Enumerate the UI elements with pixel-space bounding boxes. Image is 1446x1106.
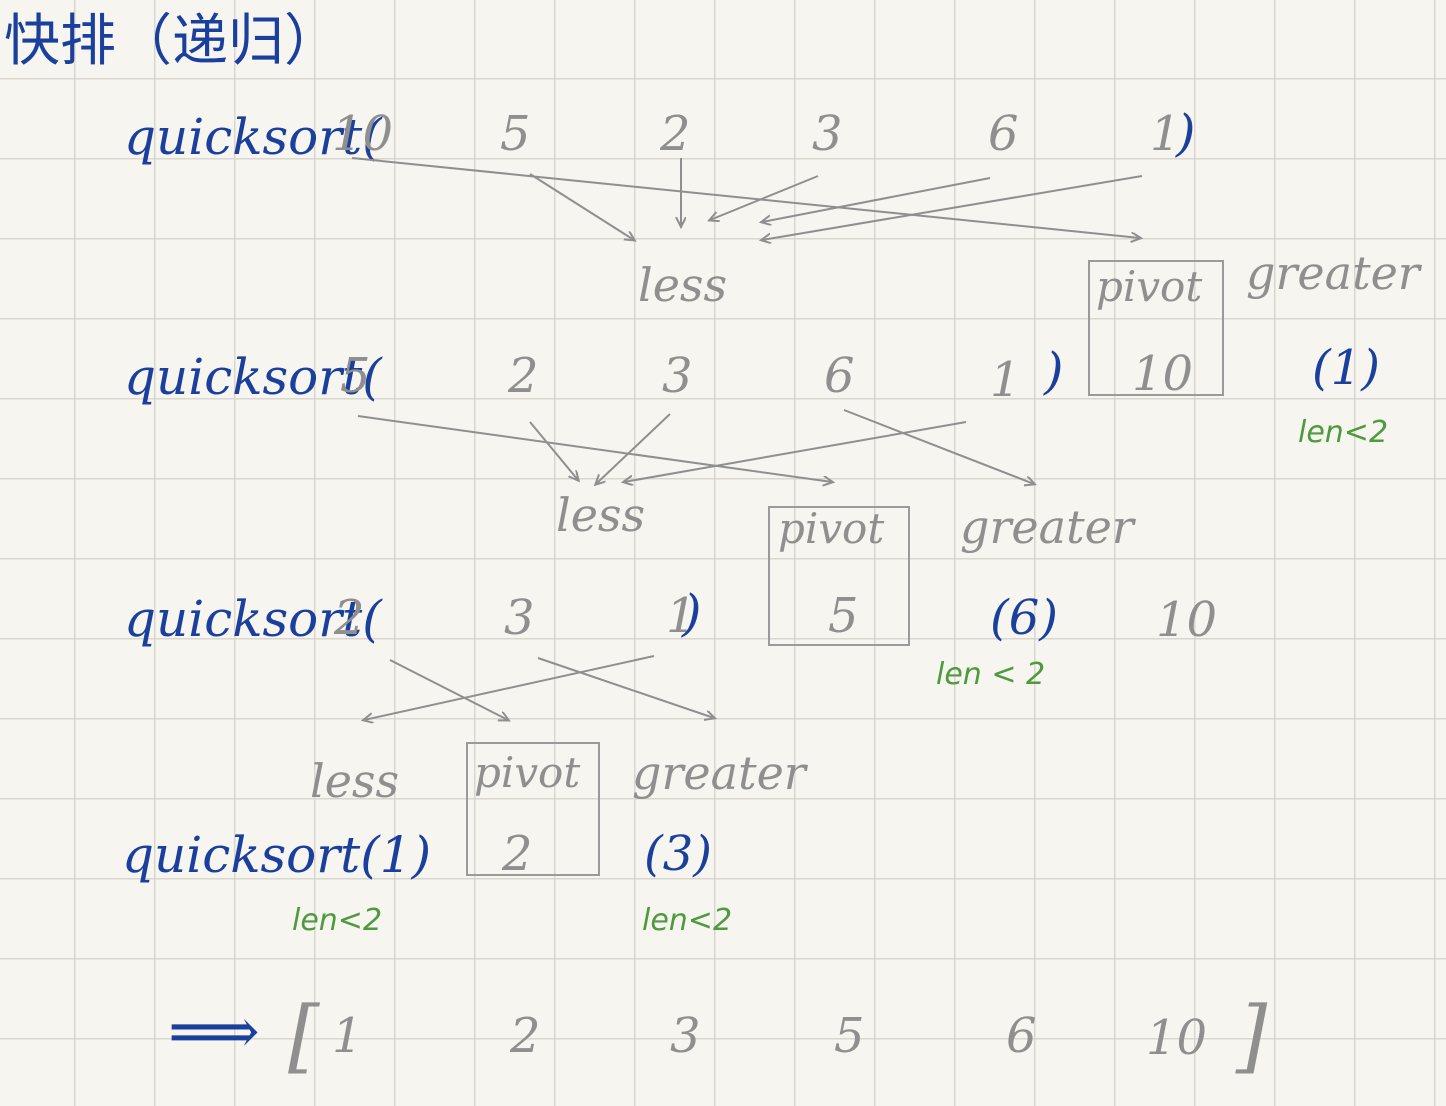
l2-value-1: 1 — [990, 352, 1021, 408]
l3-greater-result: (3) — [644, 826, 712, 882]
l1-less-label: less — [638, 258, 728, 312]
result-value-10: 10 — [1146, 1010, 1208, 1066]
arrow-l2-5-to-pivot — [357, 415, 832, 482]
l2-value-3: 3 — [662, 348, 693, 404]
l1-pivot-value: 10 — [1132, 346, 1194, 402]
l2-value-5: 5 — [340, 348, 371, 404]
l1-greater-label: greater — [1246, 246, 1420, 300]
l2-pivot-box — [768, 506, 910, 646]
l3-pivot-box — [466, 742, 600, 876]
quicksort-call-1: quicksort( — [124, 108, 382, 166]
l1-pivot-label: pivot — [1096, 262, 1203, 311]
arrow-l2-1-to-less — [624, 421, 967, 482]
result-value-1: 1 — [332, 1008, 363, 1064]
arrow-l1-5-to-less — [529, 173, 634, 240]
arrow-l1-1-to-less — [762, 175, 1143, 240]
l2-pivot-label: pivot — [778, 504, 885, 553]
l1-value-10: 10 — [332, 106, 394, 162]
l1-value-1: 1 — [1150, 106, 1181, 162]
l1-value-6: 6 — [988, 106, 1019, 162]
l3-pivot-label: pivot — [474, 748, 581, 797]
l1-value-3: 3 — [812, 106, 843, 162]
l3-greater-label: greater — [632, 746, 806, 800]
result-value-6: 6 — [1006, 1008, 1037, 1064]
l3-close-paren: ) — [682, 584, 702, 642]
l2-value-2: 2 — [508, 348, 539, 404]
l1-len-note: len<2 — [1298, 415, 1389, 450]
arrow-l3-1-to-less — [364, 655, 655, 720]
l2-close-paren: ) — [1044, 342, 1064, 400]
arrow-l1-3-to-less — [710, 175, 819, 220]
arrow-l2-3-to-less — [596, 413, 671, 484]
arrow-l3-2-to-pivot — [389, 659, 508, 720]
arrow-l3-3-to-greater — [537, 657, 714, 718]
l4-len-note: len<2 — [292, 903, 383, 938]
arrow-l2-2-to-less — [529, 421, 578, 480]
l2-carry-10: 10 — [1156, 592, 1218, 648]
result-value-5: 5 — [834, 1008, 865, 1064]
l3-less-label: less — [310, 754, 400, 808]
l3-value-3: 3 — [504, 590, 535, 646]
result-arrow: ⟹ — [168, 995, 260, 1069]
arrow-l1-6-to-less — [762, 177, 991, 222]
quicksort-call-2: quicksort( — [124, 348, 382, 406]
quicksort-call-3: quicksort( — [124, 590, 382, 648]
l1-pivot-box — [1088, 260, 1224, 396]
l1-close-paren: ) — [1176, 104, 1196, 162]
result-open-bracket: [ — [288, 989, 320, 1082]
l1-value-2: 2 — [660, 106, 691, 162]
result-value-2: 2 — [510, 1008, 541, 1064]
l3-pivot-value: 2 — [502, 826, 533, 882]
l2-less-label: less — [556, 488, 646, 542]
l2-greater-label: greater — [960, 500, 1134, 554]
l2-greater-result: (6) — [990, 590, 1058, 646]
result-close-bracket: ] — [1236, 989, 1268, 1082]
l3-value-2: 2 — [334, 590, 365, 646]
l2-len-note: len < 2 — [936, 657, 1046, 692]
arrow-l1-10-to-pivot — [351, 157, 1140, 238]
page-title: 快排（递归） — [4, 9, 340, 74]
arrow-l2-6-to-greater — [843, 409, 1034, 484]
result-value-3: 3 — [670, 1008, 701, 1064]
l3-value-1: 1 — [666, 588, 697, 644]
quicksort-call-4: quicksort(1) — [122, 826, 432, 884]
l1-greater-result: (1) — [1312, 340, 1380, 396]
l1-value-5: 5 — [500, 106, 531, 162]
l3-len-note: len<2 — [642, 903, 733, 938]
l2-pivot-value: 5 — [828, 588, 859, 644]
l2-value-6: 6 — [824, 348, 855, 404]
